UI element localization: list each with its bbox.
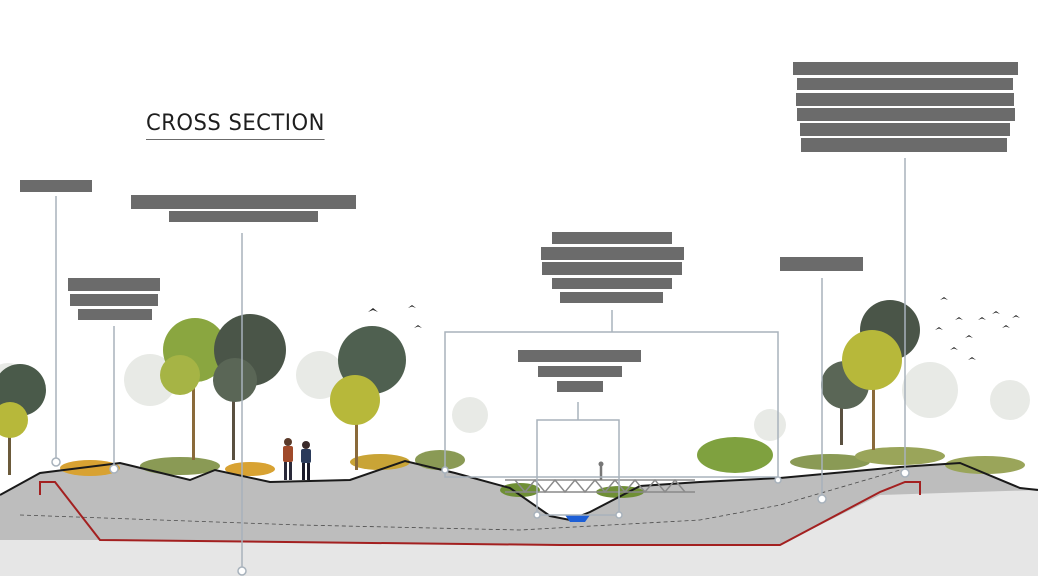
callout-path [131,195,356,222]
tree-dark-left [213,314,286,460]
callout-left-slope [68,278,160,320]
tree-green-left [160,318,227,460]
leader-lines [55,158,906,568]
ground-profile-line [0,459,1038,522]
water-channel [565,515,590,522]
leader-endpoints [51,457,910,576]
tree-mid [330,326,406,470]
flying-birds-icon [368,297,1020,360]
callout-far-right [793,62,1018,152]
walking-couple-icon [283,438,311,480]
liner-line [39,481,921,546]
callout-frame-top [541,232,684,303]
trees [0,300,920,475]
background-trees [0,351,1030,441]
diagram-title: CROSS SECTION [146,111,325,140]
callout-right-slope [780,257,863,271]
callout-frame-inner [518,350,641,392]
tree-far-left [0,364,46,475]
shrub-vegetation [60,437,1025,498]
callout-far-left [20,180,92,192]
